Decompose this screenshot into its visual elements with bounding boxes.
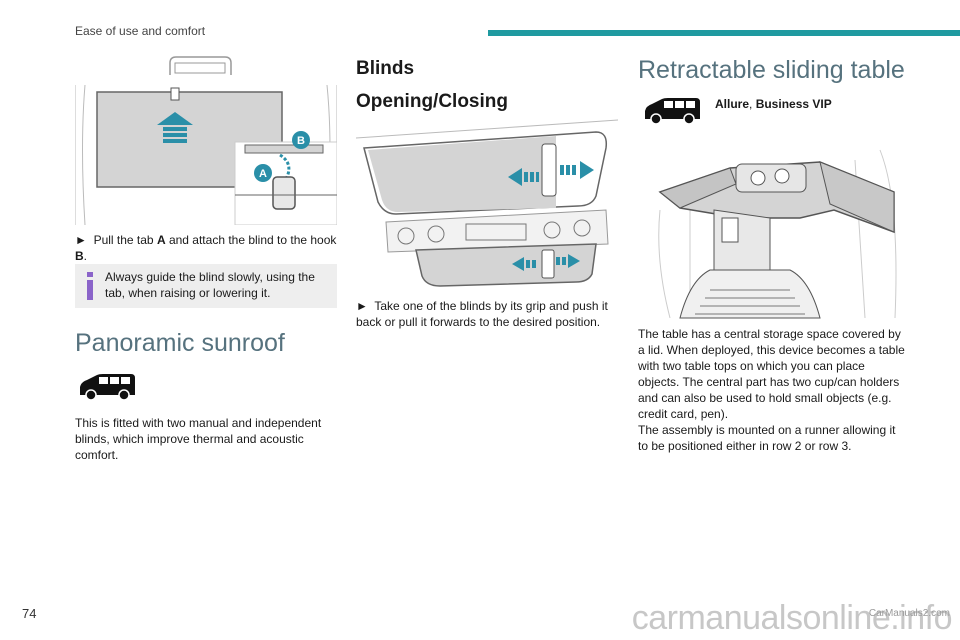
step-pull-tab: ► Pull the tab A and attach the blind to… [75,233,337,263]
blinds-heading: Blinds [356,58,415,79]
version-note: Allure, Business VIP [715,97,832,111]
sliding-table-body: The table has a central storage space co… [638,327,905,453]
sunroof-body: This is fitted with two manual and indep… [75,416,322,462]
label-b: B [297,135,305,147]
step-move-blind: ► Take one of the blinds by its grip and… [356,299,608,329]
watermark-small: CarManuals2.com [868,608,950,619]
info-icon [87,272,93,300]
blind-attach-illustration: B A [75,56,337,225]
opening-closing-heading: Opening/Closing [356,91,508,112]
page-number: 74 [22,606,37,621]
sunroof-heading: Panoramic sunroof [75,329,285,357]
info-note: Always guide the blind slowly, using the… [75,264,337,308]
running-head: Ease of use and comfort [75,24,206,38]
header-accent-bar [488,30,960,36]
vehicle-silhouette-icon [80,374,135,401]
sunroof-blinds-illustration [356,119,618,287]
vehicle-silhouette-icon [645,98,700,125]
watermark: carmanualsonline.info [631,599,953,637]
sliding-table-illustration [658,149,897,319]
label-a: A [259,168,267,180]
info-text: Always guide the blind slowly, using the… [105,270,315,300]
sliding-table-heading: Retractable sliding table [638,56,905,84]
